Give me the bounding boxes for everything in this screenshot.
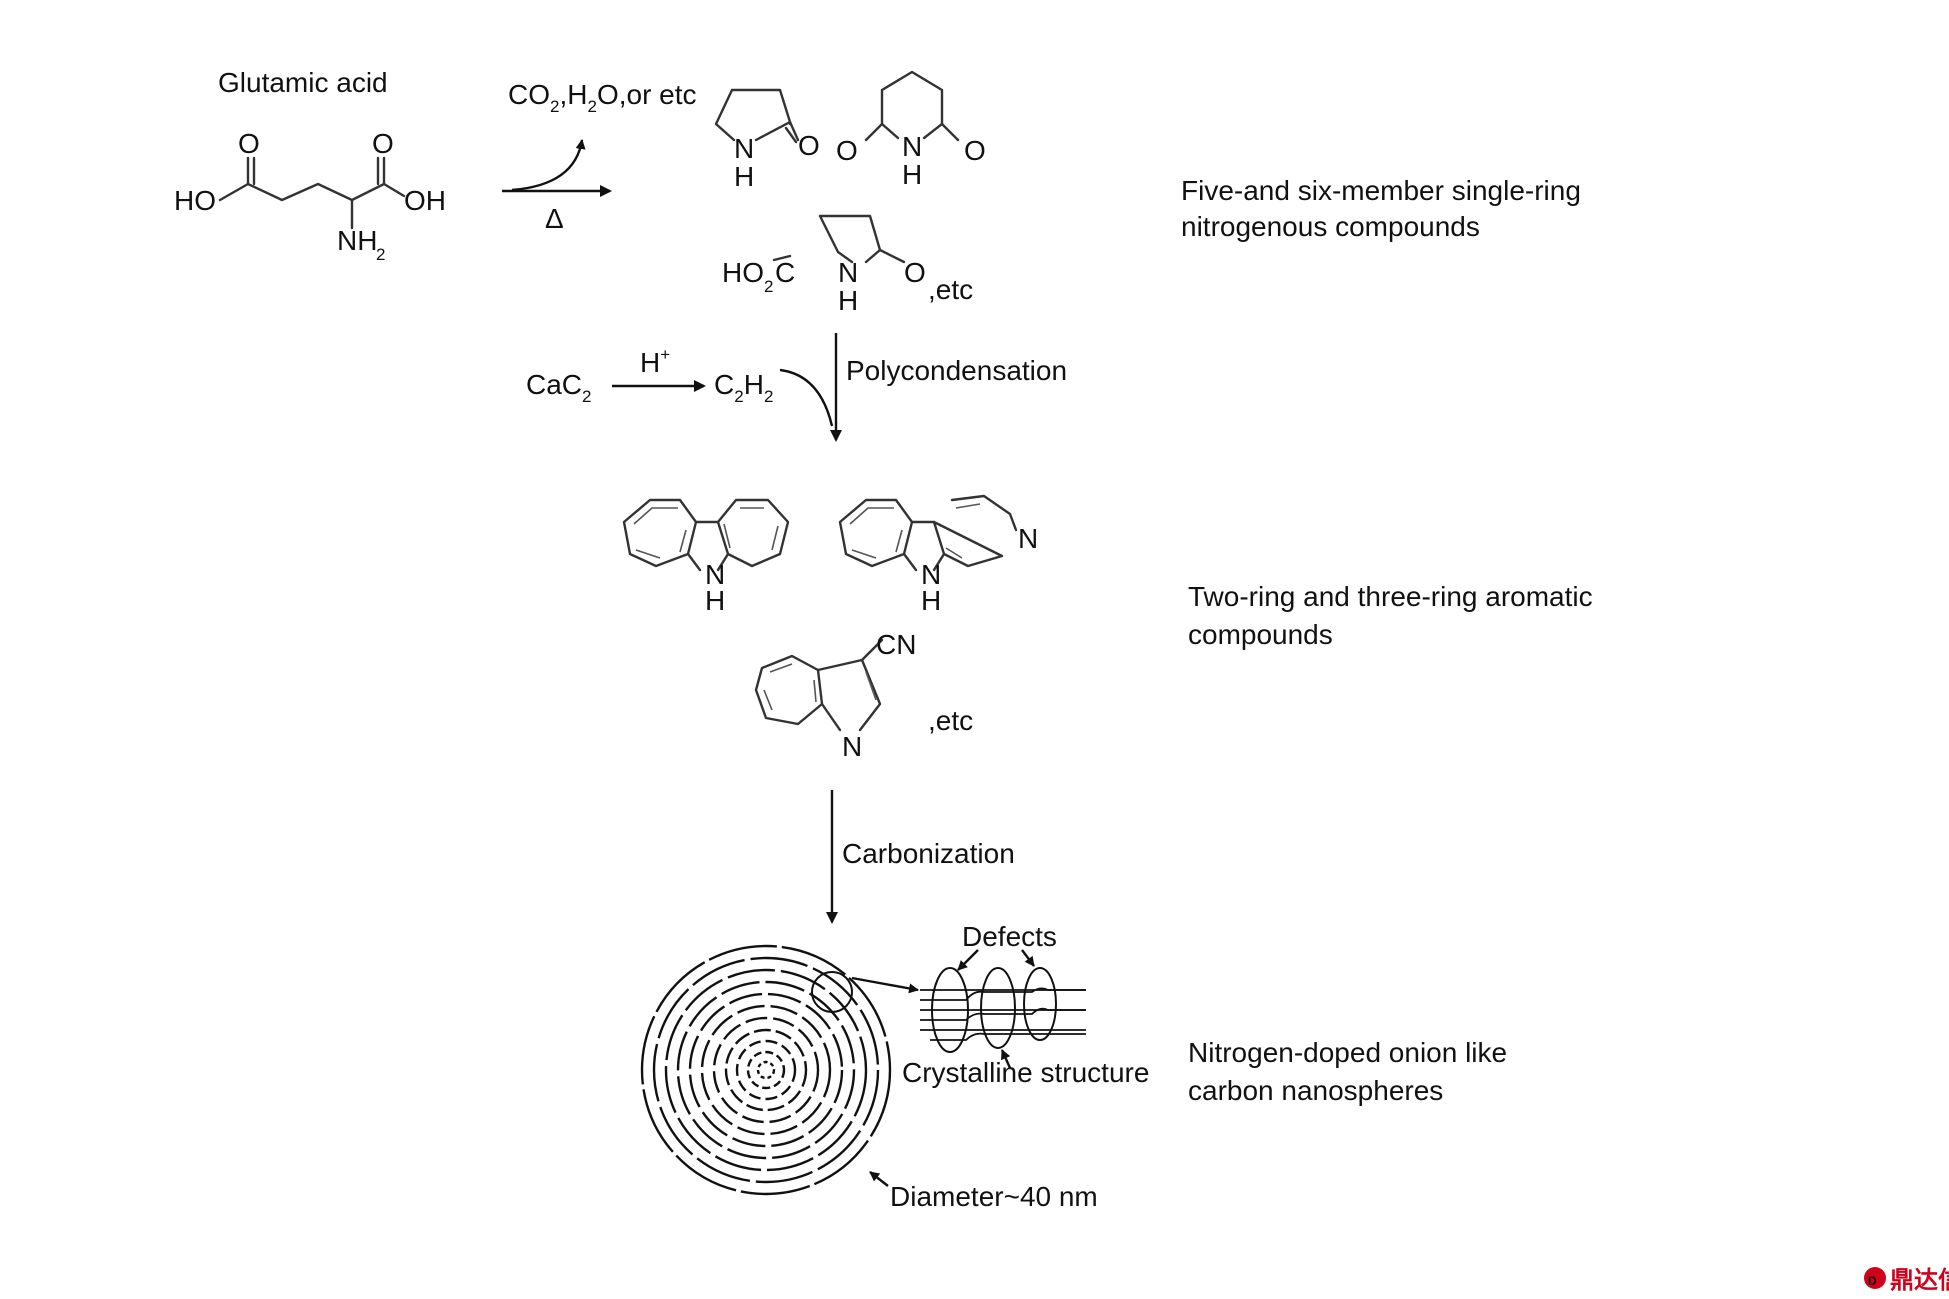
carbazole-h: H	[705, 585, 725, 616]
carboline-h: H	[921, 585, 941, 616]
c2h2-label: C2H2	[714, 369, 773, 406]
pyroglutamic-o: O	[904, 257, 926, 288]
atom-o-right: O	[372, 128, 394, 159]
pyrrolidone-h: H	[734, 161, 754, 192]
pyroglutamic-acid-structure: HO 2 C N H O ,etc	[722, 214, 973, 316]
watermark-text: 鼎达信	[1890, 1266, 1949, 1294]
carboline-n-ring: N	[1018, 523, 1038, 554]
glutarimide-n: N	[902, 131, 922, 162]
carbazole-structure: N H	[622, 498, 790, 616]
glutamic-acid-label: Glutamic acid	[218, 67, 388, 98]
stage2-label-line2: compounds	[1188, 619, 1333, 650]
atom-nh2-sub: 2	[376, 245, 385, 264]
glutarimide-h: H	[902, 159, 922, 190]
acetylene-generation: CaC2 H+ C2H2	[526, 345, 834, 427]
heat-reaction-arrow: Δ CO2,H2O,or etc	[502, 79, 697, 234]
pyrrolidone-n: N	[734, 133, 754, 164]
stage1-label-line2: nitrogenous compounds	[1181, 211, 1480, 242]
stage3-label-line2: carbon nanospheres	[1188, 1075, 1443, 1106]
atom-o-left: O	[238, 128, 260, 159]
etc-label-1: ,etc	[928, 274, 973, 305]
defects-label: Defects	[962, 921, 1057, 952]
atom-nh2: NH	[337, 225, 377, 256]
defect-ellipse-1	[931, 967, 969, 1053]
crystalline-structure-label: Crystalline structure	[902, 1057, 1149, 1088]
indolecarbonitrile-structure: CN N ,etc	[754, 629, 973, 762]
pyrrolidone-o: O	[798, 130, 820, 161]
zoom-circle	[811, 971, 853, 1013]
pyroglutamic-ho: HO	[722, 257, 764, 288]
stage2-label-line1: Two-ring and three-ring aromatic	[1188, 581, 1593, 612]
atom-oh: OH	[404, 185, 446, 216]
carbonization-label: Carbonization	[842, 838, 1015, 869]
pyrrolidone-structure: N H O	[714, 88, 820, 192]
defect-ellipse-2	[980, 967, 1016, 1049]
indole-n: N	[842, 731, 862, 762]
etc-label-2: ,etc	[928, 705, 973, 736]
carbonization-arrow: Carbonization	[826, 790, 1015, 924]
carboline-n: N	[921, 559, 941, 590]
pyroglutamic-h: H	[838, 285, 858, 316]
diameter-label: Diameter~40 nm	[890, 1181, 1098, 1212]
stage1-label-line1: Five-and six-member single-ring	[1181, 175, 1581, 206]
h-plus-label: H+	[640, 345, 670, 378]
svg-text:D: D	[1868, 1274, 1877, 1288]
glutarimide-o-left: O	[836, 135, 858, 166]
pyroglutamic-sub: 2	[764, 277, 773, 296]
pyroglutamic-c: C	[775, 257, 795, 288]
pyroglutamic-n: N	[838, 257, 858, 288]
atom-ho: HO	[174, 185, 216, 216]
carboline-structure: N N H	[838, 494, 1038, 616]
polycondensation-label: Polycondensation	[846, 355, 1067, 386]
indole-cn: CN	[876, 629, 916, 660]
polycondensation-arrow: Polycondensation	[830, 333, 1067, 442]
cac2-label: CaC2	[526, 369, 591, 406]
heat-symbol: Δ	[545, 203, 564, 234]
stage3-label-line1: Nitrogen-doped onion like	[1188, 1037, 1507, 1068]
glutarimide-structure: N H O O	[836, 70, 986, 190]
onion-carbon-nanosphere	[640, 944, 892, 1196]
glutarimide-o-right: O	[964, 135, 986, 166]
byproducts-label: CO2,H2O,or etc	[508, 79, 697, 116]
carbazole-n: N	[705, 559, 725, 590]
watermark-logo: D 鼎达信	[1864, 1266, 1949, 1294]
defect-ellipse-3	[1023, 967, 1057, 1041]
glutamic-acid-structure: Glutamic acid HO O O OH NH 2	[174, 67, 446, 264]
crystalline-structure-detail: Defects Crystalline structure	[902, 921, 1149, 1088]
